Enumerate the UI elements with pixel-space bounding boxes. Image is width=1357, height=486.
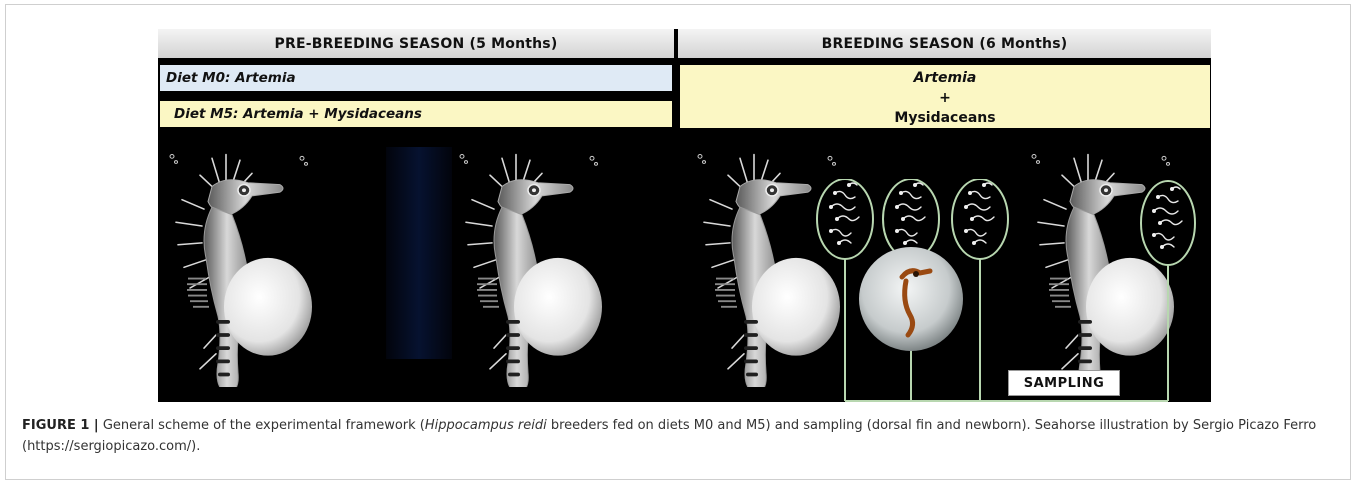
newborn-seahorse-circle	[859, 247, 963, 351]
caption-text-1: General scheme of the experimental frame…	[99, 418, 425, 433]
breeding-diet-line2: +	[680, 88, 1210, 108]
diet-m0-label: Diet M0: Artemia	[160, 65, 672, 91]
sperm-cells-icon-4	[1152, 187, 1182, 249]
figure-frame: PRE-BREEDING SEASON (5 Months) BREEDING …	[5, 4, 1351, 480]
breeding-diet-line1: Artemia	[680, 68, 1210, 88]
breeding-diet-label: Artemia + Mysidaceans	[680, 65, 1210, 128]
sperm-cells-icon-3	[964, 183, 994, 245]
sperm-oval-4	[1141, 181, 1195, 265]
sperm-cells-icon-1	[829, 183, 859, 245]
background-panel	[386, 147, 452, 359]
sperm-oval-3	[952, 179, 1008, 259]
diet-m5-label: Diet M5: Artemia + Mysidaceans	[160, 101, 672, 127]
seahorse-illustration-m5	[450, 147, 610, 387]
pre-breeding-header: PRE-BREEDING SEASON (5 Months)	[158, 29, 674, 58]
breeding-header: BREEDING SEASON (6 Months)	[678, 29, 1211, 58]
figure-caption: FIGURE 1 | General scheme of the experim…	[22, 415, 1347, 457]
caption-label: FIGURE 1 |	[22, 418, 99, 433]
sampling-diagram	[798, 179, 1211, 402]
experiment-scheme-figure: PRE-BREEDING SEASON (5 Months) BREEDING …	[158, 29, 1211, 402]
sampling-label: SAMPLING	[1008, 370, 1120, 396]
breeding-diet-line3: Mysidaceans	[680, 108, 1210, 128]
sperm-cells-icon-2	[895, 183, 925, 245]
caption-species: Hippocampus reidi	[425, 418, 547, 433]
sperm-oval-1	[817, 179, 873, 259]
seahorse-illustration-m0	[160, 147, 320, 387]
